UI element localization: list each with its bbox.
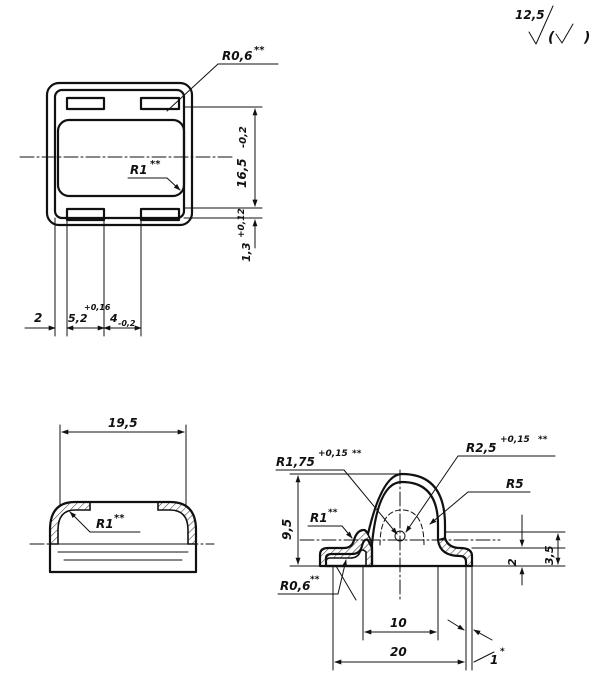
r175-tol: +0,15	[318, 449, 348, 459]
top-slot-right	[139, 96, 181, 111]
dim-1-value: 1	[490, 653, 498, 667]
sec-r1-label: R1	[310, 511, 328, 525]
r06-label: R0,6	[222, 49, 253, 63]
dim-1-3-tol: +0,12	[237, 208, 247, 238]
bottom-slot-right	[139, 207, 181, 222]
r25-tol: +0,15	[500, 435, 530, 445]
side-hatch-right	[157, 501, 197, 545]
section-inner-dash-arc	[379, 509, 425, 546]
roughness-symbol: 12,5 ( )	[515, 5, 590, 46]
sec-r06-label: R0,6	[280, 579, 311, 593]
top-slot-left	[65, 96, 106, 111]
r175-leader	[343, 469, 398, 535]
dim-1-arrow-right	[473, 629, 493, 641]
dim-1-mark: *	[500, 647, 505, 657]
roughness-paren-close: )	[583, 30, 590, 46]
side-r1-leader	[69, 511, 91, 533]
sec-r1-leader	[341, 525, 353, 539]
top-window	[56, 118, 186, 198]
r1-mark: **	[150, 159, 161, 170]
sec-r1-mark: **	[328, 508, 338, 518]
dim-4-value: 4	[109, 312, 118, 325]
dim-10-value: 10	[390, 616, 407, 630]
bottom-slot-left	[65, 207, 106, 222]
dim-1-leader	[473, 651, 495, 663]
r5-leader	[429, 491, 469, 525]
dim-9-5-value: 9,5	[280, 519, 294, 540]
side-r1-label: R1	[96, 517, 114, 531]
r25-label: R2,5	[466, 441, 497, 455]
roughness-paren-open: (	[548, 30, 555, 46]
r1-leader	[166, 177, 181, 191]
dim-4-tol: -0,2	[118, 319, 136, 328]
r06-mark: **	[254, 45, 265, 56]
r25-leader	[405, 455, 459, 533]
sec-r06-helper	[335, 565, 357, 601]
r175-mark: **	[352, 449, 362, 459]
dim-16-5-value: 16,5	[235, 158, 249, 188]
r175-label: R1,75	[276, 455, 315, 469]
sec-r06-mark: **	[310, 575, 320, 585]
roughness-check-small-icon	[555, 23, 574, 44]
dim-3-5-value: 3,5	[543, 545, 556, 565]
top-view: R0,6 ** R1 ** 16,5 -0,2 1,3 +0,12 2 5,2 …	[19, 45, 279, 337]
r25-mark: **	[538, 435, 548, 445]
r5-label: R5	[506, 477, 524, 491]
dim-2-value: 2	[506, 558, 519, 566]
dim-1-arrow-left	[447, 619, 465, 631]
dim-19-5-value: 19,5	[108, 416, 138, 430]
side-hatch-left	[49, 501, 91, 545]
dim-20-value: 20	[390, 645, 407, 659]
roughness-check-icon	[528, 5, 554, 45]
dim-5-2-value: 5,2	[68, 312, 88, 325]
side-r1-mark: **	[114, 513, 125, 524]
dim-1-3-value: 1,3	[240, 242, 253, 262]
dim-16-5-tol: -0,2	[238, 126, 249, 148]
section-hatch-left	[319, 529, 373, 567]
side-view: 19,5 R1 **	[29, 416, 215, 574]
dim-2-value: 2	[34, 311, 42, 325]
dim-5-2-tol: +0,16	[84, 303, 111, 312]
top-view-outer-outline	[45, 81, 194, 227]
r1-label: R1	[130, 163, 148, 177]
roughness-value: 12,5	[515, 8, 545, 22]
section-view: R1,75 +0,15 ** R2,5 +0,15 ** R5 R1 ** R0…	[275, 435, 566, 671]
r06-leader	[166, 63, 219, 112]
